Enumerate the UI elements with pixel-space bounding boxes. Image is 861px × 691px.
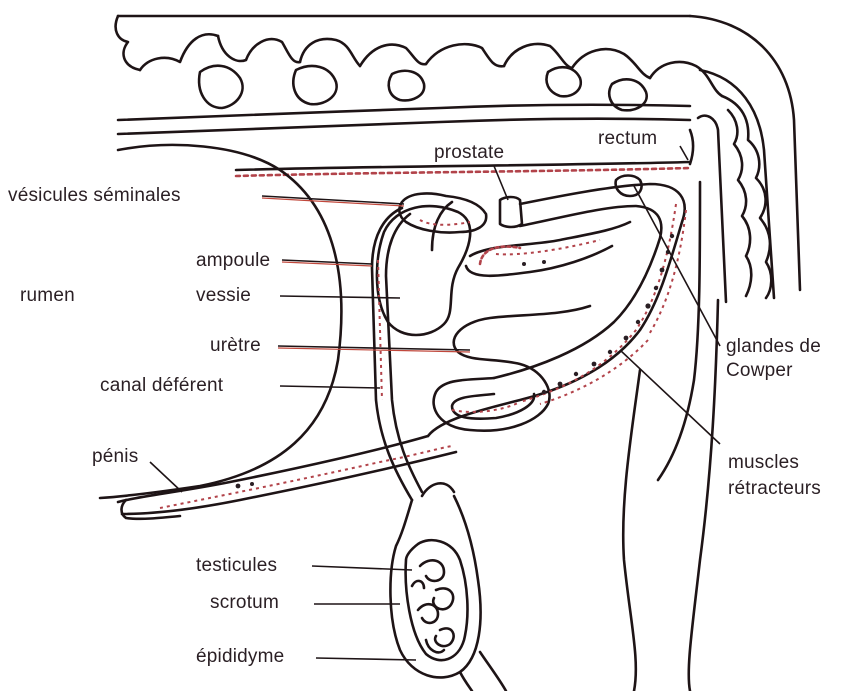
label-scrotum: scrotum (210, 592, 279, 614)
urethra-tube (118, 184, 685, 519)
prostate-shape (500, 197, 522, 227)
label-ampoule: ampoule (196, 250, 270, 272)
seminal-vesicle-shape (399, 194, 486, 233)
label-rectum: rectum (598, 128, 657, 150)
label-glandes-de-cowper-line1: glandes de (726, 336, 821, 358)
bladder-shape (377, 206, 470, 335)
label-canal-deferent: canal déférent (100, 375, 223, 397)
label-rumen: rumen (20, 285, 75, 307)
label-uretre: urètre (210, 335, 261, 357)
label-vessie: vessie (196, 285, 251, 307)
scrotum-shape (390, 483, 480, 677)
label-testicules: testicules (196, 555, 277, 577)
label-prostate: prostate (434, 142, 504, 164)
label-penis: pénis (92, 446, 138, 468)
label-glandes-de-cowper-line2: Cowper (726, 360, 793, 382)
label-vesicules-seminales: vésicules séminales (8, 185, 181, 207)
label-epididyme: épididyme (196, 646, 284, 668)
label-muscles-retracteurs-line1: muscles (728, 452, 799, 474)
label-muscles-retracteurs-line2: rétracteurs (728, 478, 821, 500)
